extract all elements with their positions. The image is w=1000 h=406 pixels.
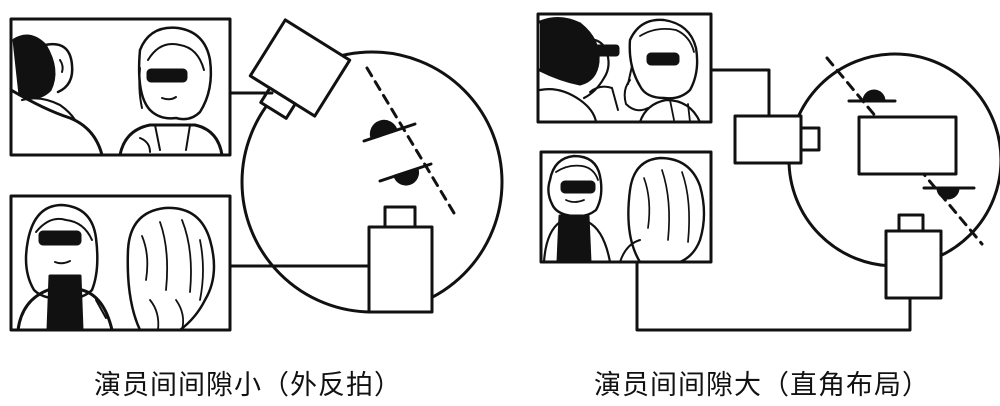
left-diagram [9,17,504,332]
left-actor-a [362,119,417,143]
right-camera-middle [857,115,958,176]
left-actor-b [378,162,433,186]
caption-left: 演员间间隙小（外反拍） [94,370,402,401]
left-camera-bottom [367,205,434,314]
caption-right: 演员间间隙大（直角布局） [594,370,930,401]
right-leader-top [709,68,771,118]
left-camera-top [248,18,352,120]
right-camera-left [733,114,821,165]
right-camera-bottom [884,213,943,300]
left-line-of-action [365,66,459,220]
right-actor-b [922,186,976,200]
left-frame-bottom [9,194,232,332]
right-diagram [536,12,1000,332]
right-leader-bottom [635,260,912,332]
right-frame-top [536,12,713,124]
left-frame-top [9,17,232,157]
right-frame-bottom [539,150,713,264]
right-actor-a [847,89,897,103]
